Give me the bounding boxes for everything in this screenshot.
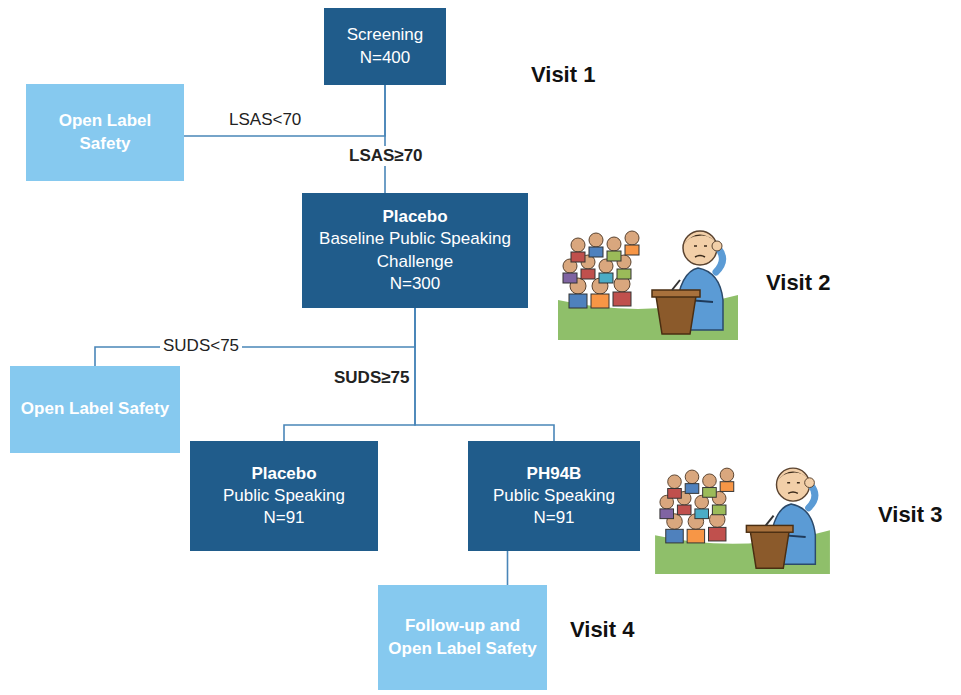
- connector: [95, 308, 415, 366]
- speaker-illustration: [548, 200, 748, 340]
- visit-label: Visit 2: [763, 270, 833, 296]
- node-text: Placebo: [382, 206, 447, 228]
- node-text: N=300: [390, 273, 441, 295]
- node-text: Open Label Safety: [34, 110, 176, 154]
- node-text: Baseline Public Speaking Challenge: [310, 228, 520, 272]
- connector: [415, 308, 554, 441]
- edge-label: LSAS<70: [226, 110, 304, 130]
- node-text: Screening: [347, 24, 424, 46]
- node-text: Public Speaking: [493, 485, 615, 507]
- speaker-illustration: [645, 438, 840, 574]
- node-text: Public Speaking: [223, 485, 345, 507]
- node-text: Placebo: [251, 463, 316, 485]
- visit-label: Visit 3: [875, 502, 945, 528]
- visit-label: Visit 1: [528, 62, 598, 88]
- node-text: N=91: [533, 507, 574, 529]
- process-box: ScreeningN=400: [324, 8, 446, 85]
- node-text: N=400: [360, 47, 411, 69]
- connector: [507, 551, 509, 585]
- arm-box: PlaceboPublic SpeakingN=91: [190, 441, 378, 551]
- safety-box: Open Label Safety: [10, 366, 180, 453]
- connector: [184, 85, 385, 136]
- connector: [284, 308, 415, 441]
- visit-label: Visit 4: [567, 617, 637, 643]
- safety-box: Open Label Safety: [26, 84, 184, 181]
- edge-label: SUDS<75: [160, 336, 242, 356]
- arm-box: PH94BPublic SpeakingN=91: [468, 441, 640, 551]
- safety-box: Follow-up and Open Label Safety: [378, 585, 547, 690]
- node-text: N=91: [263, 507, 304, 529]
- connector: [384, 85, 386, 193]
- node-text: PH94B: [527, 463, 582, 485]
- edge-label: LSAS≥70: [346, 146, 426, 166]
- node-text: Open Label Safety: [21, 398, 169, 420]
- process-box: PlaceboBaseline Public Speaking Challeng…: [302, 193, 528, 308]
- node-text: Follow-up and Open Label Safety: [386, 615, 539, 659]
- edge-label: SUDS≥75: [331, 368, 412, 388]
